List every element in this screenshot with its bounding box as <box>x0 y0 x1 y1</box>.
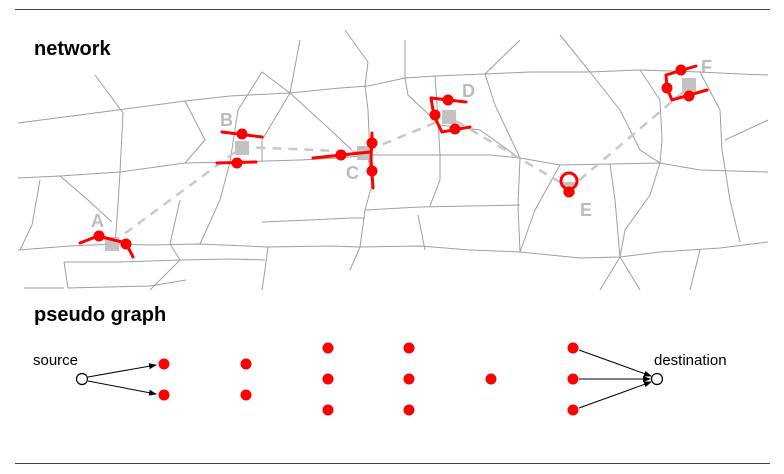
point-f: F <box>661 57 712 102</box>
candidate-f1 <box>675 64 687 76</box>
source-edge-2 <box>87 380 157 396</box>
label-f: F <box>701 57 712 77</box>
label-d: D <box>462 81 475 101</box>
node-c3 <box>322 404 334 416</box>
gps-point-b <box>235 141 249 155</box>
node-f3 <box>567 404 579 416</box>
pseudo-graph: source destination <box>33 342 727 416</box>
node-c2 <box>322 373 334 385</box>
destination-edge-3 <box>578 381 652 409</box>
node-c1 <box>322 342 334 354</box>
destination-edge-1 <box>578 349 652 377</box>
candidate-road-a <box>78 234 135 259</box>
node-d3 <box>403 404 415 416</box>
node-b2 <box>240 389 252 401</box>
pseudo-graph-heading: pseudo graph <box>34 304 167 326</box>
candidate-c1 <box>335 149 347 161</box>
candidate-b1 <box>236 128 248 140</box>
candidate-c3 <box>366 165 378 177</box>
node-b1 <box>240 358 252 370</box>
source-edge-1 <box>87 363 157 378</box>
candidate-f3 <box>683 90 695 102</box>
source-label: source <box>33 352 78 369</box>
node-a2 <box>158 389 170 401</box>
candidate-d3 <box>449 123 461 135</box>
label-e: E <box>580 200 592 220</box>
point-c: C <box>311 131 378 190</box>
point-a: A <box>78 211 135 259</box>
network-heading: network <box>34 38 111 60</box>
candidate-b2 <box>231 157 243 169</box>
gps-trajectory <box>111 87 689 245</box>
candidate-f2 <box>661 82 673 94</box>
point-d: D <box>429 81 475 135</box>
label-b: B <box>220 110 233 130</box>
destination-label: destination <box>654 352 727 369</box>
gps-point-f <box>682 78 696 92</box>
top-rule <box>15 9 770 10</box>
node-f1 <box>567 342 579 354</box>
node-f2 <box>567 373 579 385</box>
gps-point-d <box>442 110 456 124</box>
candidate-a2 <box>120 238 132 250</box>
node-e1 <box>485 373 497 385</box>
candidate-d1 <box>442 94 454 106</box>
candidate-e1 <box>563 186 575 198</box>
point-e: E <box>559 171 592 220</box>
label-c: C <box>346 163 359 183</box>
source-node <box>75 372 89 386</box>
node-a1 <box>158 358 170 370</box>
candidate-a1 <box>93 230 105 242</box>
node-d1 <box>403 342 415 354</box>
road-network <box>17 29 769 291</box>
candidate-c2 <box>366 137 378 149</box>
candidate-d2 <box>429 109 441 121</box>
destination-node <box>650 372 664 386</box>
label-a: A <box>91 211 104 231</box>
node-d2 <box>403 373 415 385</box>
bottom-rule <box>15 463 770 464</box>
point-b: B <box>215 110 264 169</box>
